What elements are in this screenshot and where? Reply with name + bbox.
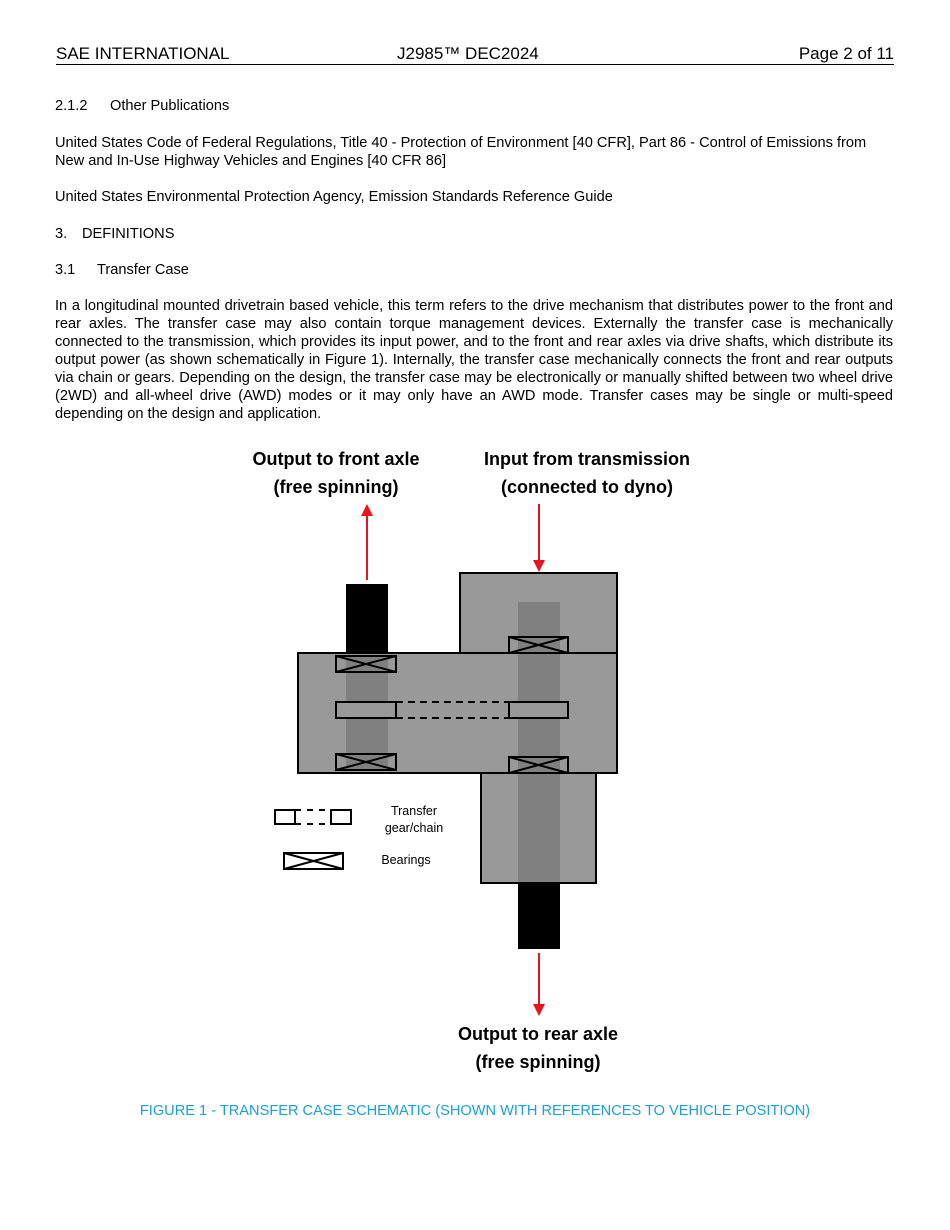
section-title: Other Publications [110, 98, 230, 114]
page-number: Page 2 of 11 [798, 44, 894, 63]
section-heading-3-1: 3.1 Transfer Case [55, 261, 893, 279]
front-axle-label-line2: (free spinning) [274, 477, 399, 497]
section-heading-2-1-2: 2.1.2 Other Publications [55, 97, 893, 115]
bearing-rear-bottom [508, 756, 569, 774]
section-number: 3. [55, 226, 68, 242]
legend-transfer-label-line2: gear/chain [385, 821, 443, 835]
section-title: DEFINITIONS [82, 226, 175, 242]
legend-bearing-symbol [283, 852, 344, 870]
reference-epa: United States Environmental Protection A… [55, 189, 613, 205]
legend-transfer-label-line1: Transfer [391, 804, 437, 818]
legend-bearings-label: Bearings [381, 853, 430, 867]
section-title: Transfer Case [97, 262, 189, 278]
bearing-input-top [508, 636, 569, 654]
front-axle-label-line1: Output to front axle [253, 449, 420, 469]
rear-axle-label-line1: Output to rear axle [458, 1024, 618, 1044]
section-number: 3.1 [55, 262, 76, 278]
document-id: J2985™ DEC2024 [397, 44, 539, 63]
legend-transfer-symbol [274, 809, 352, 825]
publisher-name: SAE INTERNATIONAL [56, 44, 230, 63]
rear-output-shaft [518, 884, 560, 949]
front-output-shaft [346, 584, 388, 654]
figure-caption: FIGURE 1 - TRANSFER CASE SCHEMATIC (SHOW… [139, 1103, 811, 1119]
section-number: 2.1.2 [55, 98, 88, 114]
input-label-line2: (connected to dyno) [501, 477, 673, 497]
reference-cfr: United States Code of Federal Regulation… [55, 135, 867, 169]
figure-1: Output to front axle (free spinning) Inp… [0, 440, 950, 1090]
transfer-case-definition: In a longitudinal mounted drivetrain bas… [55, 298, 893, 422]
rear-axle-label-line2: (free spinning) [476, 1052, 601, 1072]
section-heading-3: 3. DEFINITIONS [55, 225, 893, 243]
input-label-line1: Input from transmission [484, 449, 690, 469]
transfer-case-schematic: Output to front axle (free spinning) Inp… [253, 449, 691, 1072]
page-header: SAE INTERNATIONAL J2985™ DEC2024 Page 2 … [56, 44, 894, 65]
bearing-front-bottom [335, 753, 397, 771]
transfer-gear-chain [335, 701, 569, 719]
bearing-front-top [335, 655, 397, 673]
